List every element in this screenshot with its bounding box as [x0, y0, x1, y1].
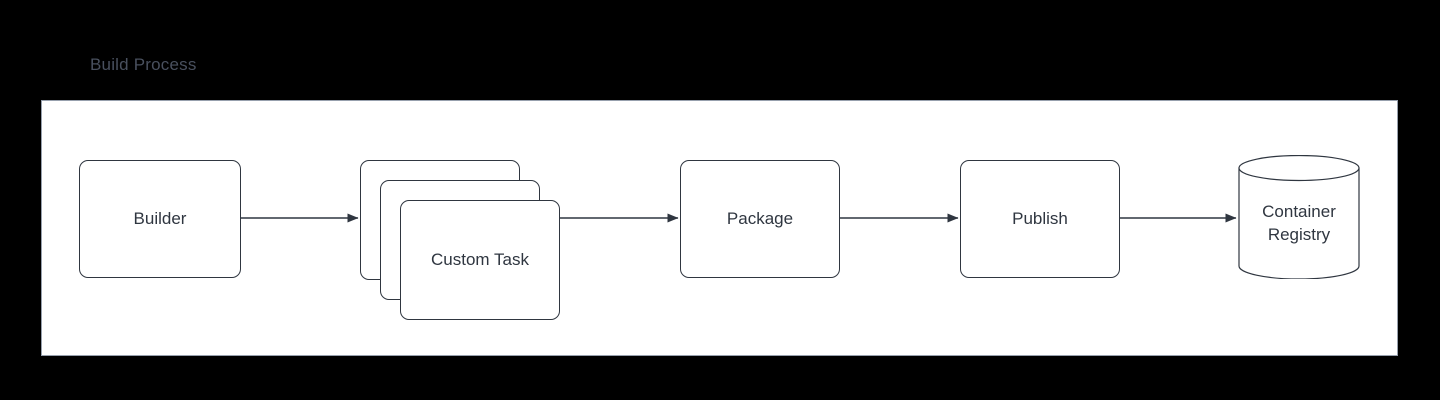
node-container-registry-label-line2: Registry [1267, 225, 1331, 244]
node-container-registry-label-line1: Container [1262, 202, 1336, 222]
group-title: Build Process [90, 55, 197, 74]
node-builder[interactable]: Builder [79, 160, 241, 278]
node-custom-task-front[interactable]: Custom Task [400, 200, 560, 320]
node-package[interactable]: Package [680, 160, 840, 278]
cylinder-shape [1238, 155, 1360, 279]
node-container-registry-label: Container Registry [1238, 155, 1360, 279]
node-publish-label: Publish [1012, 208, 1068, 228]
node-publish[interactable]: Publish [960, 160, 1120, 278]
node-container-registry[interactable]: Container Registry [1238, 155, 1360, 279]
node-builder-label: Builder [133, 208, 187, 228]
node-package-label: Package [726, 208, 794, 228]
node-custom-task-front-label: Custom Task [431, 249, 529, 269]
